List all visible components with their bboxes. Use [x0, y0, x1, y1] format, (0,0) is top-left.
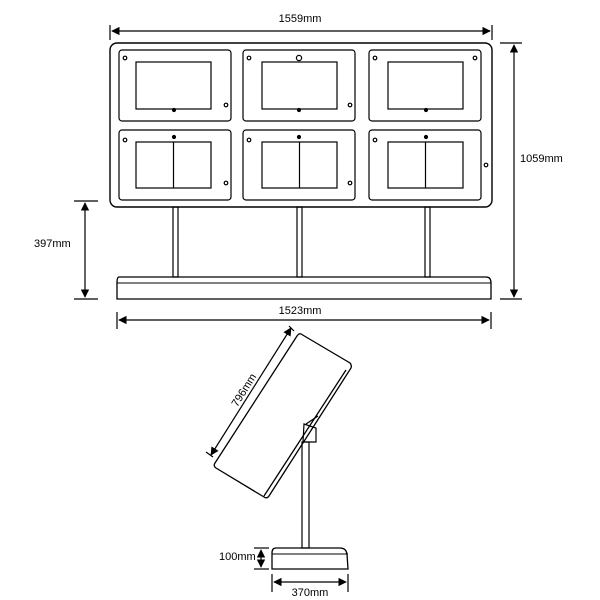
panel-top-left [118, 49, 232, 122]
side-dimension-lines [205, 325, 349, 592]
panel-top-center [242, 49, 356, 122]
side-base [271, 547, 349, 570]
front-view [109, 42, 493, 300]
panel-bottom-center [242, 129, 356, 201]
dim-label-base-depth: 370mm [292, 587, 329, 599]
side-mount-bracket [302, 415, 319, 443]
dim-label-top-width: 1559mm [279, 13, 322, 25]
dim-line-panel-length [210, 327, 292, 456]
support-posts [172, 206, 431, 278]
panel-top-right [368, 49, 482, 122]
side-view [213, 333, 352, 570]
dim-label-base-height: 100mm [219, 551, 256, 563]
dim-label-panel-length: 796mm [230, 372, 260, 409]
front-base [116, 276, 492, 300]
dim-label-overall-height: 1059mm [520, 153, 563, 165]
panel-bottom-right [368, 129, 489, 201]
dim-label-base-width: 1523mm [279, 305, 322, 317]
front-dimension-lines [74, 25, 522, 329]
dim-label-clearance-height: 397mm [34, 238, 71, 250]
display-frame [109, 42, 493, 208]
support-post-right [424, 206, 431, 278]
side-pole [301, 441, 310, 549]
support-post-left [172, 206, 179, 278]
panel-bottom-left [118, 129, 232, 201]
side-panel [213, 333, 352, 499]
support-post-center [296, 206, 303, 278]
